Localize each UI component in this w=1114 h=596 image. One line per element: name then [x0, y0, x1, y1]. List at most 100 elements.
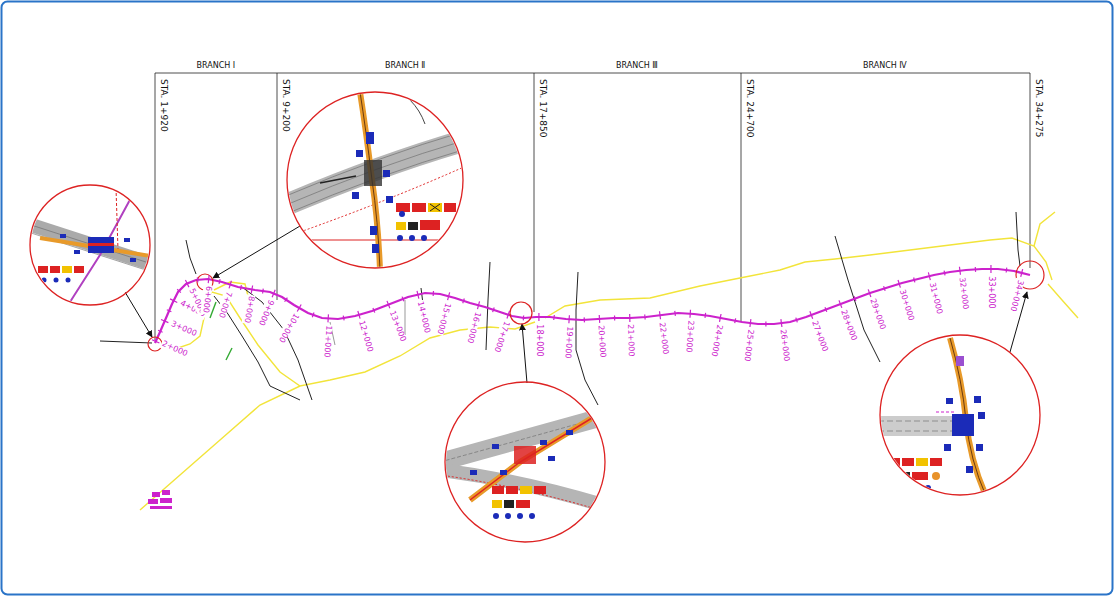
chainage-label: 32+000 — [956, 276, 969, 311]
chainage-tick — [538, 313, 539, 321]
chainage-tick — [262, 289, 264, 294]
river-line — [545, 238, 1052, 318]
detail-callout — [409, 235, 415, 241]
detail-callout — [932, 472, 940, 480]
detail-callout — [517, 513, 523, 519]
chainage-label: 6+000 — [200, 284, 212, 314]
detail-callout — [399, 211, 405, 217]
detail-callout — [500, 470, 507, 475]
detail-callout — [74, 250, 80, 254]
chainage-tick — [297, 304, 301, 311]
detail-callout — [444, 203, 456, 212]
stream-line — [214, 296, 300, 400]
detail-callout — [516, 500, 530, 508]
chainage-label: 13+000 — [387, 308, 408, 343]
detail-callout — [116, 188, 118, 250]
chainage-tick — [229, 281, 231, 289]
chainage-tick — [796, 318, 797, 323]
detail-callout — [396, 203, 410, 212]
detail-callout — [70, 196, 132, 302]
chainage-tick — [868, 289, 871, 297]
detail-callout — [28, 185, 152, 305]
stream-line — [100, 212, 1020, 405]
river-line — [1034, 212, 1055, 246]
station-label: STA. 34+275 — [1033, 79, 1043, 137]
chainage-label: 12+000 — [356, 319, 374, 354]
chainage-tick — [161, 319, 168, 322]
chainage-label: 17+000 — [491, 319, 510, 354]
chainage-label: 18+000 — [535, 323, 544, 357]
detail-callout — [514, 446, 536, 464]
branch-label: BRANCH Ⅱ — [385, 62, 425, 71]
detail-callout — [952, 414, 974, 436]
detail-callout — [493, 513, 499, 519]
dimension-line — [155, 73, 1030, 74]
detail-callout — [889, 485, 895, 491]
chainage-tick — [463, 298, 465, 303]
detail-callout — [534, 486, 546, 494]
chainage-tick — [477, 301, 479, 309]
station-label: STA. 1+920 — [158, 79, 168, 132]
chainage-tick — [765, 322, 766, 327]
chainage-label: 23+000 — [683, 319, 694, 354]
chainage-tick — [898, 280, 900, 288]
chainage-label: 8+000 — [242, 294, 256, 324]
station-label: STA. 24+700 — [744, 79, 754, 137]
camp-symbol — [148, 499, 158, 504]
chainage-tick — [584, 317, 586, 322]
minor-line — [210, 302, 216, 318]
detail-callout — [286, 92, 466, 270]
detail-callout — [470, 470, 477, 475]
detail-callout — [950, 338, 986, 496]
chainage-label: 10+000 — [276, 311, 301, 345]
chainage-tick — [185, 280, 189, 287]
chainage-tick — [272, 290, 275, 297]
detail-callout — [88, 243, 114, 246]
detail-callout — [978, 412, 985, 419]
chainage-tick — [493, 307, 495, 312]
chainage-label: 21+000 — [626, 324, 636, 358]
detail-callout — [54, 278, 59, 283]
chainage-label: 28+000 — [838, 308, 858, 343]
detail-callout — [930, 458, 942, 466]
chainage-tick — [208, 275, 210, 283]
chainage-tick — [749, 319, 751, 327]
detail-callout — [470, 418, 592, 500]
camp-symbol — [150, 506, 172, 509]
detail-callout — [944, 444, 951, 451]
chainage-tick — [343, 316, 345, 321]
chainage-tick — [854, 296, 856, 301]
detail-callout — [974, 396, 981, 403]
chainage-tick — [839, 300, 842, 307]
branch-label: BRANCH Ⅳ — [863, 62, 907, 71]
detail-callout — [130, 258, 136, 262]
chainage-label: 26+000 — [778, 328, 791, 363]
detail-callout — [88, 237, 114, 253]
chainage-label: 7+000 — [216, 289, 233, 319]
chainage-tick — [251, 286, 252, 294]
chainage-label: 15+000 — [434, 301, 451, 336]
chainage-tick — [402, 297, 404, 302]
chainage-label: 27+000 — [809, 319, 829, 354]
detail-callout — [878, 416, 962, 436]
dimension-line — [534, 73, 535, 312]
detail-callout — [370, 226, 377, 235]
dimension-line — [155, 73, 156, 340]
callout-border — [30, 185, 150, 305]
chainage-label: 29+000 — [867, 297, 887, 332]
detail-callout — [320, 176, 356, 183]
chainage-tick — [674, 311, 676, 316]
chainage-tick — [975, 267, 977, 272]
chainage-tick — [780, 319, 782, 327]
chainage-label: 31+000 — [927, 281, 944, 316]
detail-callout — [397, 235, 403, 241]
river-line — [140, 386, 300, 510]
chainage-tick — [158, 330, 163, 332]
stream-line — [486, 262, 490, 350]
detail-callout — [428, 203, 442, 212]
chainage-tick — [1006, 268, 1008, 273]
detail-callout — [74, 266, 84, 273]
detail-callout — [408, 222, 418, 230]
chainage-tick — [387, 301, 390, 308]
